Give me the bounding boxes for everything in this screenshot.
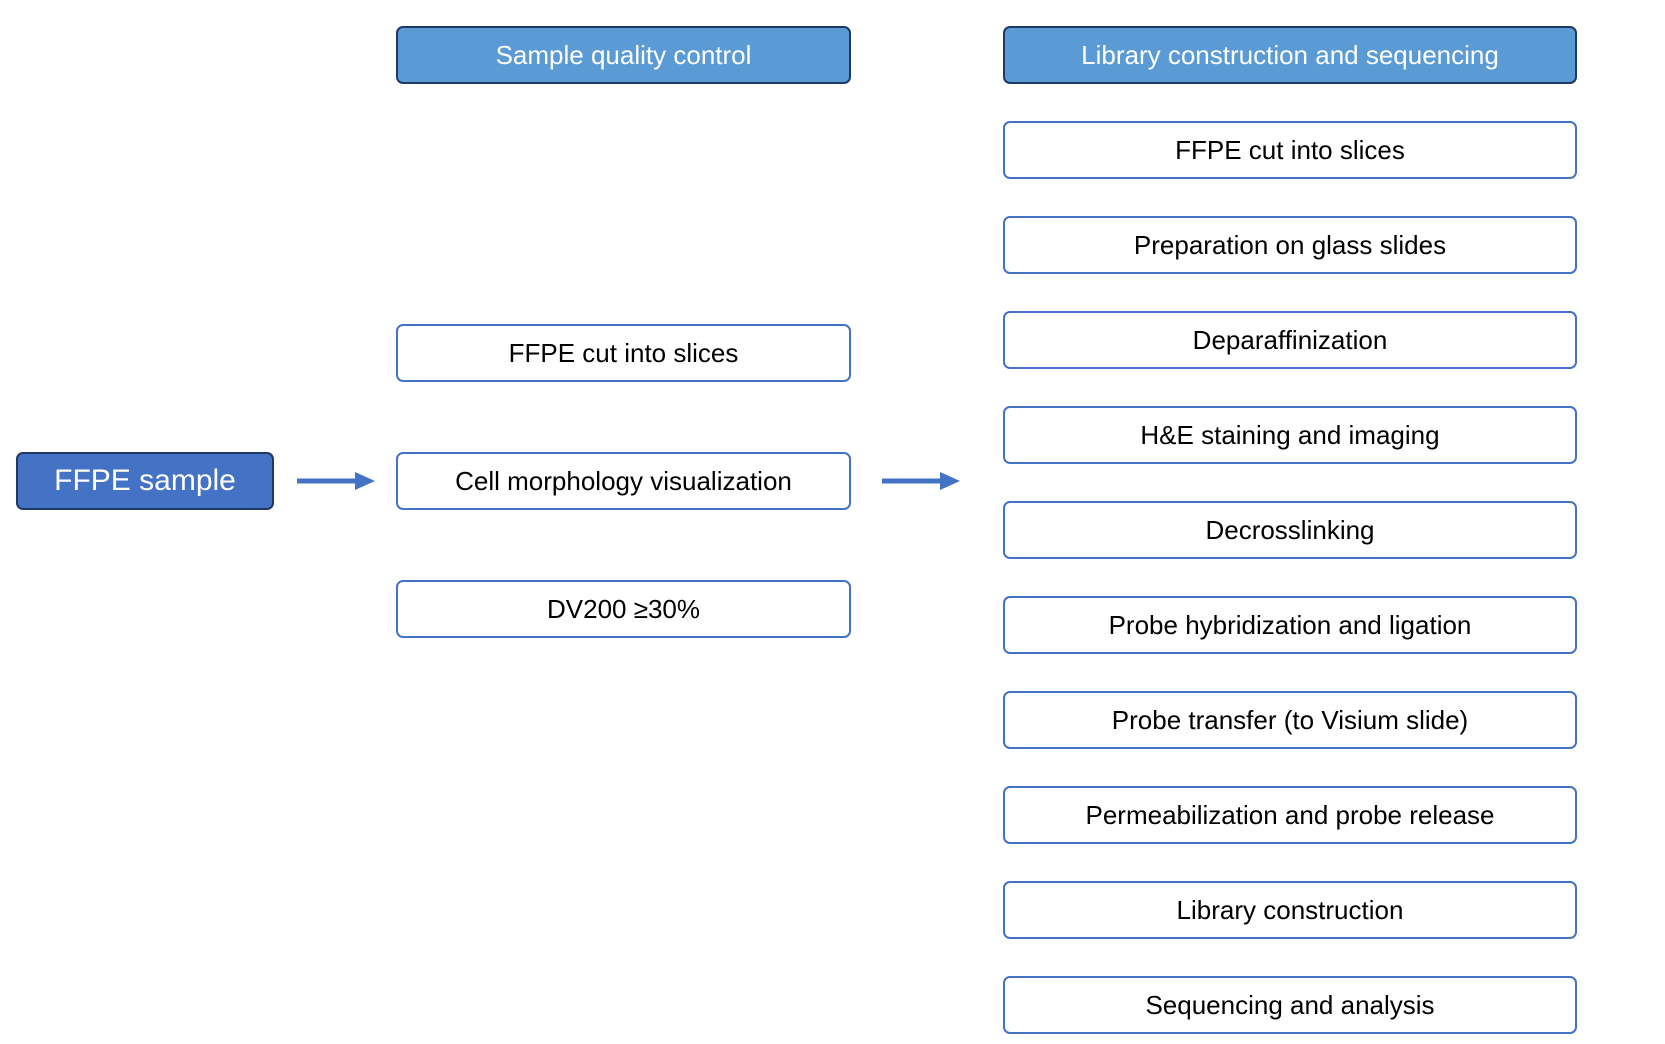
arrow-right-icon xyxy=(297,469,375,493)
ffpe-sample-node: FFPE sample xyxy=(16,452,274,510)
qc-step-cell-morphology: Cell morphology visualization xyxy=(396,452,851,510)
lib-step-ffpe-cut: FFPE cut into slices xyxy=(1003,121,1577,179)
qc-step-ffpe-cut: FFPE cut into slices xyxy=(396,324,851,382)
lib-step-deparaffinization: Deparaffinization xyxy=(1003,311,1577,369)
lib-step-decrosslinking: Decrosslinking xyxy=(1003,501,1577,559)
lib-step-probe-hybridization: Probe hybridization and ligation xyxy=(1003,596,1577,654)
arrow-right-icon xyxy=(882,469,960,493)
sample-quality-control-header: Sample quality control xyxy=(396,26,851,84)
lib-step-permeabilization: Permeabilization and probe release xyxy=(1003,786,1577,844)
lib-step-probe-transfer: Probe transfer (to Visium slide) xyxy=(1003,691,1577,749)
lib-step-he-staining: H&E staining and imaging xyxy=(1003,406,1577,464)
library-construction-header: Library construction and sequencing xyxy=(1003,26,1577,84)
qc-step-dv200: DV200 ≥30% xyxy=(396,580,851,638)
lib-step-library-construction: Library construction xyxy=(1003,881,1577,939)
lib-step-glass-slides: Preparation on glass slides xyxy=(1003,216,1577,274)
lib-step-sequencing-analysis: Sequencing and analysis xyxy=(1003,976,1577,1034)
